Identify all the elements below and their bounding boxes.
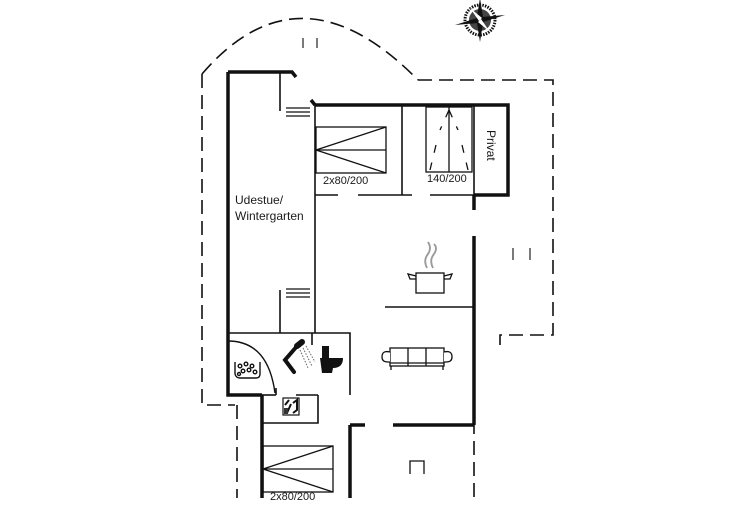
interior-walls [228, 72, 475, 424]
window-marks [286, 107, 310, 298]
wardrobe-top [425, 106, 473, 173]
exterior-walls [226, 70, 510, 498]
terrace-marker-icon [302, 38, 531, 260]
toilet-icon [320, 346, 343, 373]
compass-rose-icon [455, 0, 505, 42]
whirlpool-icon [227, 340, 276, 394]
room-label-wintergarden-1: Udestue/ [235, 193, 284, 207]
shower-icon [282, 339, 316, 374]
bed-label-top-left: 2x80/200 [323, 175, 369, 187]
small-marker [409, 460, 425, 474]
sofa-icon [381, 347, 453, 370]
room-label-wintergarden-2: Wintergarten [235, 209, 304, 223]
washing-machine-icon [282, 397, 300, 416]
bed-label-top-middle: 140/200 [427, 173, 467, 185]
bed-twin-bottom [262, 445, 334, 493]
cooking-pot-icon [406, 241, 454, 294]
room-label-privat: Privat [484, 130, 498, 161]
terrace-outline [201, 17, 554, 498]
bed-twin-top [315, 126, 387, 174]
